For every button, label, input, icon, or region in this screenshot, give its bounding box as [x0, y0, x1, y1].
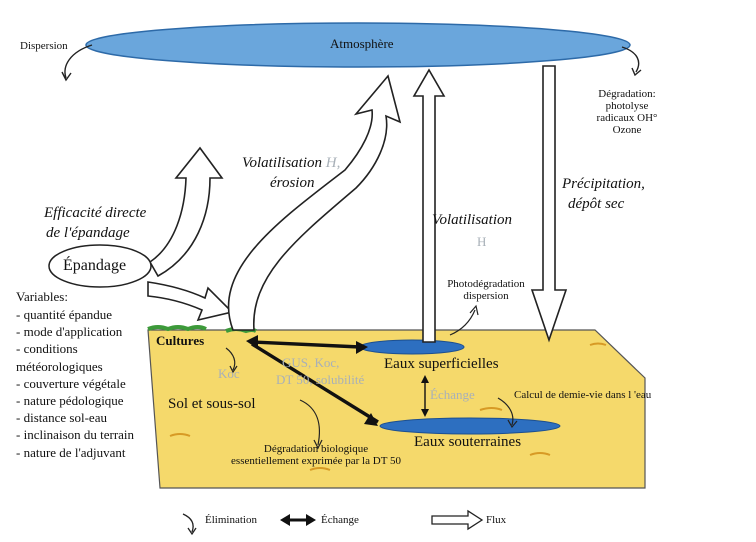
- volatilisation-erosion-h: H,: [326, 155, 341, 171]
- precipitation-label: Précipitation,: [562, 176, 645, 193]
- volatilisation-h: H: [477, 234, 486, 250]
- degradation-block: Dégradation: photolyse radicaux OH° Ozon…: [582, 88, 672, 136]
- variables-title: Variables:: [16, 289, 68, 305]
- legend-elimination-label: Élimination: [205, 514, 257, 526]
- sol-label: Sol et sous-sol: [168, 396, 256, 413]
- ground-water: [380, 418, 560, 434]
- photodeg-line1: Photodégradation: [436, 278, 536, 290]
- atmosphere-label: Atmosphère: [330, 36, 394, 52]
- degradation-curl-arrow: [622, 47, 639, 72]
- legend-elimination-symbol: [183, 514, 193, 532]
- eaux-souterraines-label: Eaux souterraines: [414, 434, 521, 451]
- koc-label: Koc: [218, 366, 240, 382]
- degradation-line3: Ozone: [582, 124, 672, 136]
- variable-item: - inclinaison du terrain: [16, 426, 134, 443]
- variable-item: - nature de l'adjuvant: [16, 444, 134, 461]
- variable-item: météorologiques: [16, 358, 134, 375]
- degradation-line2: radicaux OH°: [582, 112, 672, 124]
- dispersion-label: Dispersion: [20, 40, 68, 52]
- epandage-label: Épandage: [63, 257, 126, 275]
- dt50-label: DT 50, solubilité: [276, 372, 364, 388]
- erosion-label: érosion: [270, 175, 314, 192]
- volatilisation-erosion-line1: Volatilisation: [242, 155, 322, 171]
- epandage-efficacite-label: de l'épandage: [46, 225, 130, 242]
- precipitation-arrow: [532, 66, 566, 340]
- degradation-title: Dégradation:: [582, 88, 672, 100]
- variable-item: - nature pédologique: [16, 392, 134, 409]
- calcul-label: Calcul de demie-vie dans l 'eau: [514, 389, 651, 401]
- volatilisation-erosion-label: Volatilisation H,: [242, 155, 340, 172]
- eaux-superficielles-label: Eaux superficielles: [384, 356, 499, 373]
- crops-strip: [148, 327, 206, 329]
- variables-list: - quantité épandue - mode d'application …: [16, 306, 134, 461]
- legend-flux-label: Flux: [486, 514, 506, 526]
- variable-item: - couverture végétale: [16, 375, 134, 392]
- legend-echange-label: Échange: [321, 514, 359, 526]
- degradation-bio-line2: essentiellement exprimée par la DT 50: [206, 455, 426, 467]
- efficacite-flux-arrow: [150, 148, 222, 276]
- photodegradation-label: Photodégradation dispersion: [436, 278, 536, 302]
- epandage-to-soil-arrow: [148, 282, 232, 320]
- echange-label: Échange: [430, 387, 475, 403]
- photodeg-line2: dispersion: [436, 290, 536, 302]
- variable-item: - conditions: [16, 340, 134, 357]
- depot-sec-label: dépôt sec: [568, 196, 624, 213]
- volatilisation-erosion-arrow: [229, 76, 400, 330]
- efficacite-label: Efficacité directe: [44, 205, 146, 222]
- variable-item: - mode d'application: [16, 323, 134, 340]
- legend-flux-symbol: [432, 511, 482, 529]
- cultures-label: Cultures: [156, 333, 204, 349]
- degradation-bio-label: Dégradation biologique essentiellement e…: [206, 443, 426, 467]
- variable-item: - distance sol-eau: [16, 409, 134, 426]
- degradation-line1: photolyse: [582, 100, 672, 112]
- dispersion-curl-arrow: [65, 45, 92, 78]
- degradation-bio-line1: Dégradation biologique: [206, 443, 426, 455]
- legend-echange-symbol: [280, 514, 316, 526]
- gus-koc-label: GUS, Koc,: [282, 355, 339, 371]
- surface-water: [360, 340, 464, 354]
- variable-item: - quantité épandue: [16, 306, 134, 323]
- volatilisation-label: Volatilisation: [432, 212, 512, 229]
